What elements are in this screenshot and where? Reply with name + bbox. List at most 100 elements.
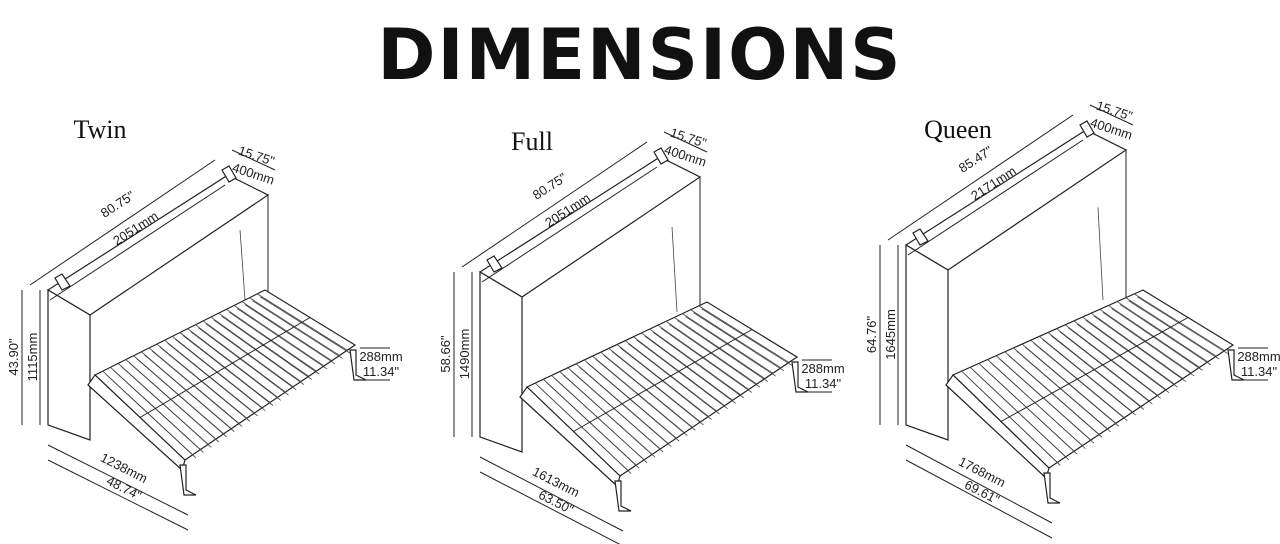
model-name: Twin	[73, 115, 126, 144]
leg-icon	[1043, 472, 1061, 504]
dimension-line	[905, 459, 1053, 539]
bed-slat	[113, 369, 204, 453]
cabinet-top	[46, 174, 270, 316]
bed-slat	[1137, 296, 1228, 354]
cabinet-side	[905, 243, 949, 441]
dimension-line	[47, 459, 189, 531]
bed-frame	[93, 289, 357, 461]
bed-slat	[1042, 339, 1136, 416]
bed-slat	[1102, 311, 1195, 377]
cabinet-top	[904, 129, 1128, 271]
dimension-line	[905, 444, 1053, 524]
dimension-line	[1089, 104, 1134, 126]
bed-slat	[1076, 323, 1170, 394]
bed-slat	[578, 366, 672, 447]
leg-height-mm: 288mm	[359, 349, 402, 364]
bed-slat	[1068, 327, 1161, 399]
bed-slat	[990, 362, 1086, 449]
bed-slat	[1033, 342, 1128, 421]
bed-slat	[619, 347, 712, 420]
bed-slat	[636, 339, 728, 410]
dimension-line	[663, 131, 708, 153]
bed-slat	[190, 331, 281, 401]
bed-slat	[562, 374, 656, 458]
model-name: Full	[511, 127, 553, 156]
bed-slat	[611, 351, 704, 426]
bed-slat	[660, 327, 752, 393]
leg-icon	[791, 361, 809, 393]
bed-slat	[144, 354, 235, 432]
bed-slat	[136, 358, 227, 438]
bed-slat	[105, 373, 196, 459]
bed-slat	[1085, 319, 1178, 388]
length-inches: 85.47"	[956, 143, 996, 176]
bed-slat	[570, 370, 664, 453]
bed-slat	[701, 308, 793, 366]
bracket-icon	[1079, 120, 1095, 138]
bed-slat	[159, 346, 251, 422]
lift-mechanism	[671, 226, 678, 313]
bed-slat	[627, 343, 720, 415]
bed-slat	[221, 315, 312, 380]
bracket-icon	[486, 255, 503, 273]
bed-slat	[603, 354, 696, 431]
dimension-line	[907, 139, 1084, 256]
bed-slat	[677, 320, 769, 382]
bed-slat	[167, 342, 258, 417]
bed-slat	[595, 358, 688, 437]
bed-slat	[229, 311, 320, 375]
length-inches: 80.75"	[530, 170, 570, 203]
bed-slat	[546, 381, 640, 469]
bed-slat	[1024, 346, 1120, 427]
height-mm: 1115mm	[25, 333, 40, 382]
dimension-line	[479, 471, 621, 544]
dimension-line	[49, 184, 226, 301]
leg-height-inches: 11.34"	[1241, 364, 1278, 379]
bed-slat	[182, 335, 274, 406]
bed-slat	[252, 300, 343, 359]
height-inches: 64.76"	[864, 316, 879, 354]
height-inches: 43.90"	[6, 338, 21, 376]
queen-bed-diagram: Queen85.47"2171mm15.75"400mm64.76"1645mm…	[864, 98, 1280, 539]
bed-slat	[151, 350, 243, 427]
bed-slat	[128, 362, 220, 443]
bed-slat	[1093, 315, 1187, 382]
length-inches: 80.75"	[98, 188, 138, 221]
dimension-line	[481, 166, 658, 283]
bed-slat	[537, 385, 632, 474]
lift-mechanism	[1097, 207, 1104, 301]
dimension-line	[479, 456, 624, 532]
bed-slat	[1059, 331, 1153, 405]
center-rail	[573, 329, 753, 432]
bed-slat	[1007, 354, 1103, 438]
bed-slat	[1128, 300, 1220, 360]
bed-frame-side	[87, 374, 186, 472]
bed-slat	[175, 339, 266, 412]
leg-icon	[349, 349, 367, 381]
dimension-line	[887, 114, 1074, 241]
bed-slat	[998, 358, 1095, 444]
bracket-icon	[912, 228, 929, 246]
bed-slat	[205, 323, 297, 391]
bed-slat	[685, 316, 777, 377]
leg-height-inches: 11.34"	[363, 364, 400, 379]
lift-mechanism	[239, 229, 246, 301]
bed-slat	[1050, 335, 1145, 410]
leg-height-inches: 11.34"	[805, 376, 842, 391]
height-mm: 1490mm	[457, 329, 472, 380]
height-mm: 1645mm	[883, 309, 898, 360]
model-name: Queen	[924, 115, 992, 144]
bed-slat	[972, 369, 1070, 461]
bracket-icon	[653, 147, 669, 165]
bed-slat	[644, 335, 736, 404]
dimension-line	[231, 149, 276, 171]
bed-slat	[964, 373, 1061, 466]
bed-slat	[1016, 350, 1111, 433]
bed-frame-side	[945, 374, 1050, 480]
bed-slat	[213, 319, 305, 385]
bed-slat	[1119, 304, 1212, 366]
center-rail	[139, 317, 311, 418]
